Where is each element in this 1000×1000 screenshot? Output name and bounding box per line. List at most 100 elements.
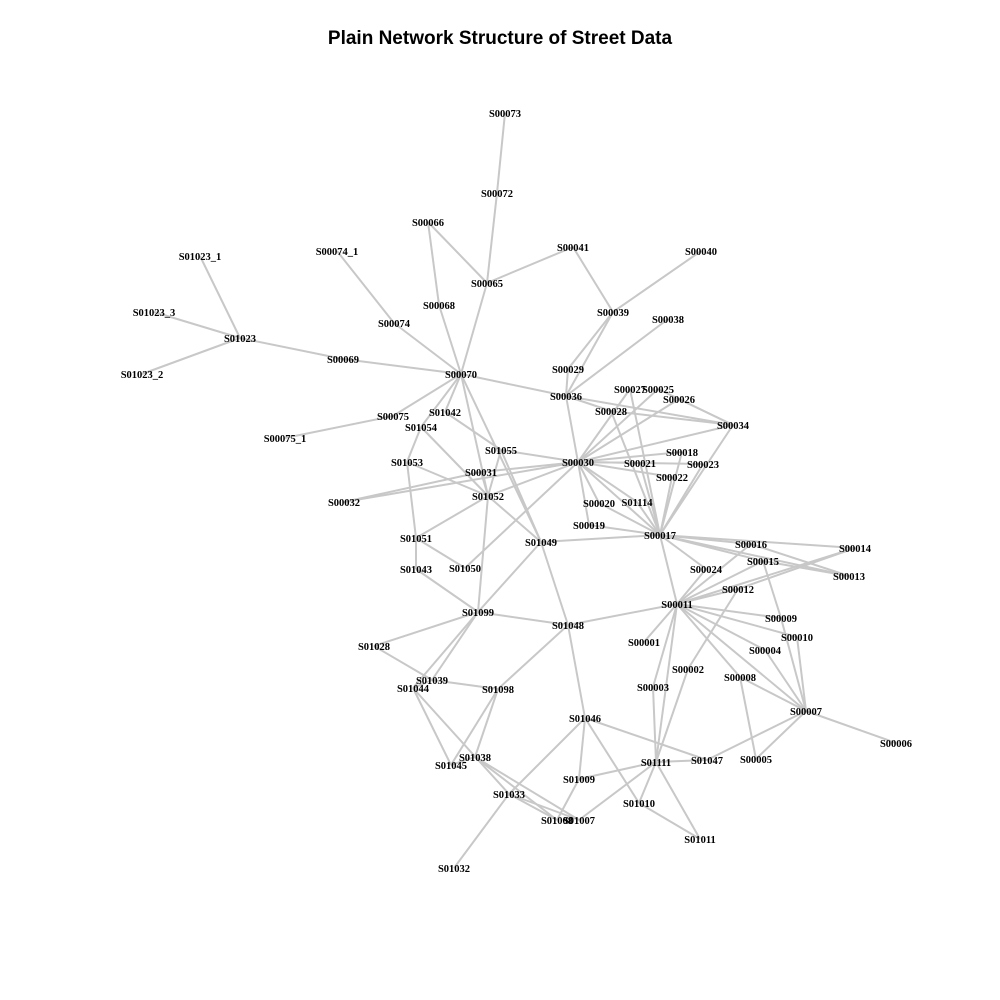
edge-s00070-s00075 [392, 373, 462, 417]
edge-s01048-s01099 [477, 611, 569, 626]
edge-s00066-s00065 [427, 221, 488, 284]
node-s00010: S00010 [781, 633, 813, 644]
edge-s01048-s01046 [567, 624, 586, 719]
node-s00018: S00018 [666, 448, 698, 459]
edge-s01023_1-s01023 [199, 255, 241, 339]
node-s01008: S01008 [541, 816, 573, 827]
node-s01010: S01010 [623, 799, 655, 810]
edge-s00011-s00001 [643, 603, 678, 643]
node-s00020: S00020 [583, 499, 615, 510]
node-s00021: S00021 [624, 459, 656, 470]
edge-s00008-s00005 [739, 676, 757, 760]
node-s01044: S01044 [397, 684, 430, 695]
node-s01043: S01043 [400, 565, 432, 576]
edge-s00070-s01054 [420, 373, 462, 428]
edge-s01033-s01007 [508, 793, 580, 821]
node-s00034: S00034 [717, 421, 750, 432]
edge-s00011-s01048 [567, 603, 678, 626]
edge-s01044-s01033 [412, 687, 510, 795]
edge-s00011-s00007 [676, 603, 807, 712]
node-s01055: S01055 [485, 446, 517, 457]
node-s01039: S01039 [416, 676, 448, 687]
edge-s01010-s01011 [638, 802, 701, 840]
edge-s01053-s01051 [406, 461, 417, 539]
edge-s00074-s00070 [393, 322, 462, 375]
edge-s01028-s01039 [373, 645, 433, 681]
edge-s01046-s01009 [578, 717, 586, 780]
edge-s01099-s01039 [431, 611, 479, 681]
node-s00026: S00026 [663, 395, 695, 406]
edge-s01052-s01049 [487, 495, 542, 543]
node-s00069: S00069 [327, 355, 359, 366]
edge-s00011-s00008 [676, 603, 741, 678]
edge-s01047-s01111 [655, 759, 708, 763]
edge-s00030-s00019 [577, 461, 590, 526]
edge-s00032-s00031 [343, 471, 482, 503]
edge-s00041-s00039 [572, 246, 614, 313]
node-s01048: S01048 [552, 621, 584, 632]
node-s01051: S01051 [400, 534, 432, 545]
edge-s00016-s00011 [676, 543, 752, 605]
edge-s00014-s00011 [676, 547, 856, 605]
node-s00028: S00028 [595, 407, 627, 418]
edge-s00022-s00017 [659, 476, 673, 536]
edge-s00011-s00004 [676, 603, 766, 651]
edge-s00069-s00070 [342, 358, 462, 375]
node-s01028: S01028 [358, 642, 390, 653]
node-s01052: S01052 [472, 492, 504, 503]
node-s00073: S00073 [489, 109, 521, 120]
node-s01042: S01042 [429, 408, 461, 419]
node-s01009: S01009 [563, 775, 595, 786]
node-s00074: S00074 [378, 319, 411, 330]
node-s00011: S00011 [661, 600, 693, 611]
edge-s01023-s00069 [239, 337, 344, 360]
edge-s00017-s00024 [659, 534, 707, 570]
node-s00074-1: S00074_1 [316, 247, 359, 258]
edge-s00070-s01049 [460, 373, 542, 543]
edge-s00036-s00030 [565, 395, 579, 463]
edge-s01111-s01010 [638, 761, 657, 804]
node-s00004: S00004 [749, 646, 782, 657]
edge-s00015-s00013 [762, 560, 850, 577]
node-s01023-2: S01023_2 [121, 370, 164, 381]
node-s01023-1: S01023_1 [179, 252, 222, 263]
node-s00017: S00017 [644, 531, 676, 542]
node-s01046: S01046 [569, 714, 601, 725]
node-s00024: S00024 [690, 565, 723, 576]
edge-s00007-s00006 [805, 710, 897, 744]
edge-s01033-s01032 [453, 793, 510, 869]
edge-s00030-s00031 [480, 461, 579, 473]
edge-s00026-s00034 [678, 398, 734, 426]
edge-s00074_1-s00074 [336, 250, 395, 324]
figure-title: Plain Network Structure of Street Data [327, 28, 673, 49]
edge-s00017-s00013 [659, 534, 850, 577]
edge-s00011-s01111 [655, 603, 678, 763]
edge-s01055-s00030 [500, 449, 579, 463]
edge-s00036-s00028 [565, 395, 612, 412]
node-s00007: S00007 [790, 707, 822, 718]
edge-s00031-s01052 [480, 471, 489, 497]
node-s00040: S00040 [685, 247, 717, 258]
edge-s01052-s01099 [477, 495, 489, 613]
edge-s01023_2-s01023 [141, 337, 241, 375]
edge-s00070-s01042 [444, 373, 462, 413]
edge-s01049-s01099 [477, 541, 542, 613]
node-s01045: S01045 [435, 761, 467, 772]
edge-s01039-s01098 [431, 679, 499, 690]
node-s00023: S00023 [687, 460, 719, 471]
node-s01053: S01053 [391, 458, 423, 469]
edge-s01033-s01008 [508, 793, 558, 821]
edge-s00015-s00011 [676, 560, 764, 605]
node-s00016: S00016 [735, 540, 767, 551]
edge-s00030-s01114 [577, 461, 638, 503]
edge-s00070-s01052 [460, 373, 489, 497]
node-s01054: S01054 [405, 423, 438, 434]
edge-s01023_3-s01023 [153, 311, 241, 339]
node-s00029: S00029 [552, 365, 584, 376]
edge-s00003-s01111 [652, 686, 657, 763]
edge-s00028-s00017 [610, 410, 661, 536]
edge-s00028-s00034 [610, 410, 734, 426]
node-s00025: S00025 [642, 385, 674, 396]
edge-s00075-s00075_1 [284, 415, 394, 439]
